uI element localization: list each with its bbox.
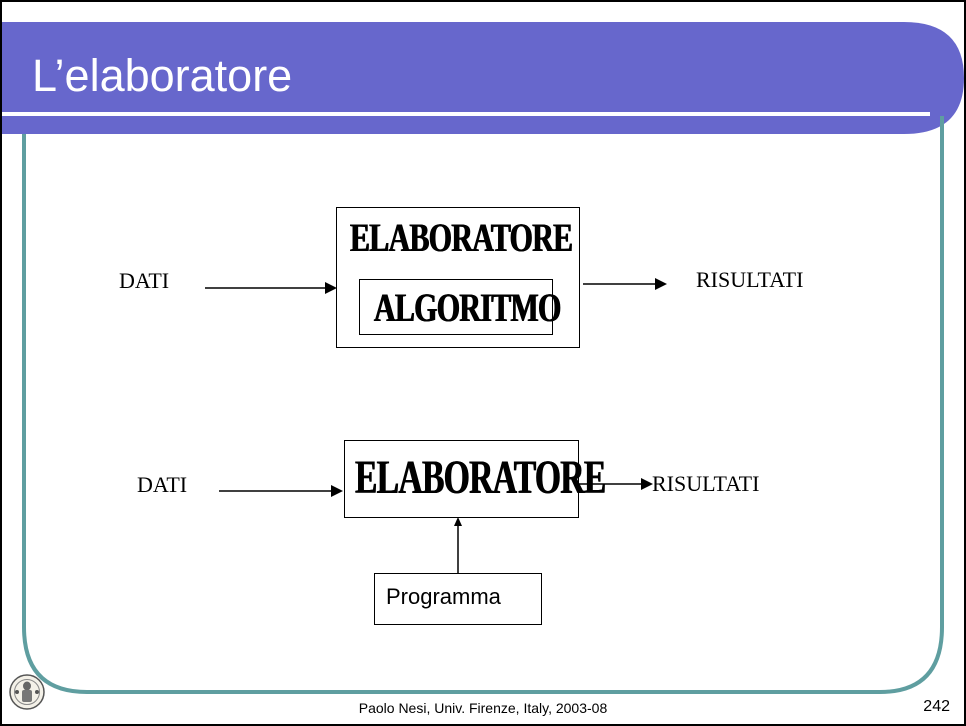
top-output-arrow	[583, 278, 667, 290]
bottom-output-label: RISULTATI	[652, 471, 760, 496]
program-arrow	[454, 517, 462, 574]
bottom-output-arrow	[579, 478, 653, 490]
top-processor-label: ELABORATORE	[350, 215, 573, 260]
program-label: Programma	[386, 584, 501, 609]
bottom-processor-label: ELABORATORE	[355, 451, 606, 504]
bottom-input-label: DATI	[137, 472, 188, 497]
title-bar	[2, 22, 964, 134]
program-box	[374, 573, 542, 625]
bottom-input-arrow	[219, 485, 343, 497]
university-seal-icon	[9, 674, 45, 710]
bottom-processor-box	[344, 440, 579, 518]
slide-footer: Paolo Nesi, Univ. Firenze, Italy, 2003-0…	[358, 700, 608, 716]
top-input-arrow	[205, 282, 337, 294]
slide-title: L’elaboratore	[32, 50, 293, 101]
top-input-label: DATI	[119, 268, 170, 293]
top-inner-label: ALGORITMO	[374, 285, 561, 330]
top-inner-box	[359, 279, 553, 335]
page-number: 242	[923, 698, 950, 715]
top-output-label: RISULTATI	[696, 267, 804, 292]
